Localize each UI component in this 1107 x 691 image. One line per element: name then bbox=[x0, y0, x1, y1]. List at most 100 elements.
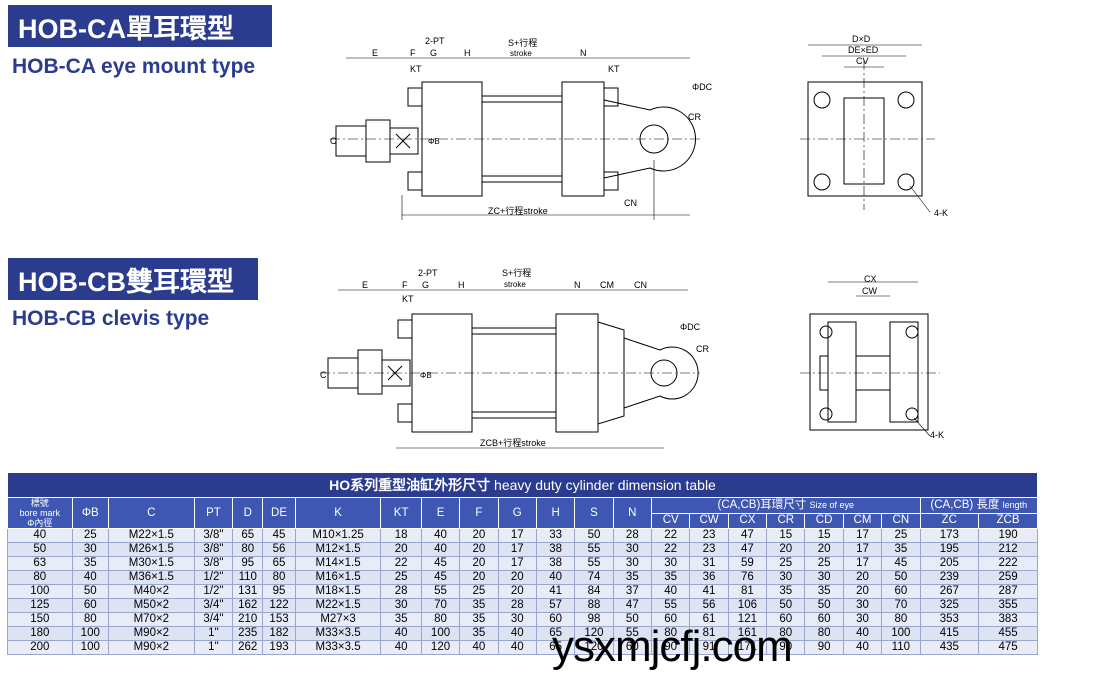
cb-label-cx: CX bbox=[864, 274, 877, 284]
ca-label-cn: CN bbox=[624, 198, 637, 208]
table-cell: 28 bbox=[612, 528, 653, 543]
table-cell: 61 bbox=[689, 612, 729, 627]
table-cell: 60 bbox=[71, 598, 109, 613]
table-cell: 47 bbox=[727, 528, 768, 543]
table-cell: 100 bbox=[420, 626, 461, 641]
table-cell: 210 bbox=[232, 612, 264, 627]
table-cell: 3/8" bbox=[193, 528, 234, 543]
ca-label-g: G bbox=[430, 48, 437, 58]
table-cell: 40 bbox=[842, 640, 883, 655]
table-cell: 30 bbox=[380, 598, 422, 613]
table-cell: M50×2 bbox=[107, 598, 195, 613]
table-cell: 80 bbox=[881, 612, 921, 627]
col-header: ZC bbox=[919, 512, 980, 529]
table-cell: 3/4" bbox=[193, 598, 234, 613]
table-cell: 35 bbox=[612, 570, 653, 585]
table-cell: 100 bbox=[71, 640, 109, 655]
col-header: CV bbox=[650, 512, 691, 529]
corner-header: 標號 bore mark Φ內徑 bbox=[7, 497, 73, 529]
table-cell: 40 bbox=[380, 640, 422, 655]
table-cell: 110 bbox=[881, 640, 921, 655]
table-cell: 40 bbox=[842, 626, 883, 641]
cb-label-c: C bbox=[320, 370, 327, 380]
cb-label-e: E bbox=[362, 280, 368, 290]
table-cell: 31 bbox=[689, 556, 729, 571]
table-cell: 259 bbox=[978, 570, 1038, 585]
cb-title: HOB-CB雙耳環型 bbox=[8, 258, 258, 300]
dimension-table: HO系列重型油缸外形尺寸 heavy duty cylinder dimensi… bbox=[7, 472, 1039, 655]
group-header-eye: (CA,CB)耳環尺寸 Size of eye bbox=[651, 497, 921, 514]
table-cell: 70 bbox=[420, 598, 461, 613]
table-cell: 81 bbox=[727, 584, 768, 599]
table-cell: 153 bbox=[262, 612, 296, 627]
cb-label-f: F bbox=[402, 280, 408, 290]
table-cell: 205 bbox=[919, 556, 980, 571]
cb-label-stroke: stroke bbox=[504, 280, 526, 289]
table-cell: M16×1.5 bbox=[294, 570, 382, 585]
table-cell: 50 bbox=[7, 542, 73, 557]
table-cell: 35 bbox=[766, 584, 806, 599]
table-cell: 15 bbox=[804, 528, 844, 543]
table-cell: 95 bbox=[262, 584, 296, 599]
ca-label-f: F bbox=[410, 48, 416, 58]
table-cell: 38 bbox=[535, 542, 576, 557]
ca-side-view bbox=[330, 57, 700, 220]
table-cell: 90 bbox=[804, 640, 844, 655]
col-header: ΦB bbox=[71, 497, 109, 529]
table-cell: 55 bbox=[574, 542, 614, 557]
table-cell: 30 bbox=[766, 570, 806, 585]
table-cell: 60 bbox=[804, 612, 844, 627]
table-cell: 35 bbox=[459, 612, 499, 627]
table-cell: 173 bbox=[919, 528, 980, 543]
table-cell: 121 bbox=[727, 612, 768, 627]
ca-label-c: C bbox=[330, 136, 337, 146]
table-cell: 20 bbox=[380, 542, 422, 557]
table-cell: 25 bbox=[71, 528, 109, 543]
table-cell: 40 bbox=[650, 584, 691, 599]
table-cell: 120 bbox=[574, 626, 614, 641]
ca-label-zc: ZC+行程stroke bbox=[488, 205, 548, 216]
table-cell: 106 bbox=[727, 598, 768, 613]
table-cell: 55 bbox=[574, 556, 614, 571]
cb-label-cw: CW bbox=[862, 286, 877, 296]
table-cell: 50 bbox=[612, 612, 653, 627]
table-cell: 100 bbox=[71, 626, 109, 641]
ca-label-cr: CR bbox=[688, 112, 701, 122]
table-cell: 17 bbox=[497, 542, 537, 557]
table-cell: M22×1.5 bbox=[107, 528, 195, 543]
table-cell: 110 bbox=[232, 570, 264, 585]
table-cell: M40×2 bbox=[107, 584, 195, 599]
table-cell: 131 bbox=[232, 584, 264, 599]
table-cell: 22 bbox=[650, 542, 691, 557]
ca-label-dexed: DE×ED bbox=[848, 45, 879, 55]
table-cell: M18×1.5 bbox=[294, 584, 382, 599]
table-cell: 95 bbox=[232, 556, 264, 571]
ca-label-s: S+行程 bbox=[508, 37, 537, 48]
table-cell: 28 bbox=[380, 584, 422, 599]
col-header: K bbox=[294, 497, 382, 529]
table-cell: 91 bbox=[689, 640, 729, 655]
col-header: C bbox=[107, 497, 195, 529]
table-cell: 37 bbox=[612, 584, 653, 599]
cb-label-g: G bbox=[422, 280, 429, 290]
table-cell: 193 bbox=[262, 640, 296, 655]
table-cell: 25 bbox=[380, 570, 422, 585]
cb-label-s: S+行程 bbox=[502, 267, 531, 278]
table-cell: 56 bbox=[689, 598, 729, 613]
table-cell: 36 bbox=[689, 570, 729, 585]
table-cell: 100 bbox=[881, 626, 921, 641]
table-cell: 30 bbox=[612, 542, 653, 557]
table-cell: 57 bbox=[535, 598, 576, 613]
table-cell: 50 bbox=[804, 598, 844, 613]
table-cell: 30 bbox=[612, 556, 653, 571]
table-cell: 35 bbox=[380, 612, 422, 627]
cb-label-cn: CN bbox=[634, 280, 647, 290]
table-cell: 40 bbox=[7, 528, 73, 543]
table-cell: 20 bbox=[459, 556, 499, 571]
ca-label-kt: KT bbox=[410, 64, 422, 74]
table-cell: 81 bbox=[689, 626, 729, 641]
table-cell: 33 bbox=[535, 528, 576, 543]
